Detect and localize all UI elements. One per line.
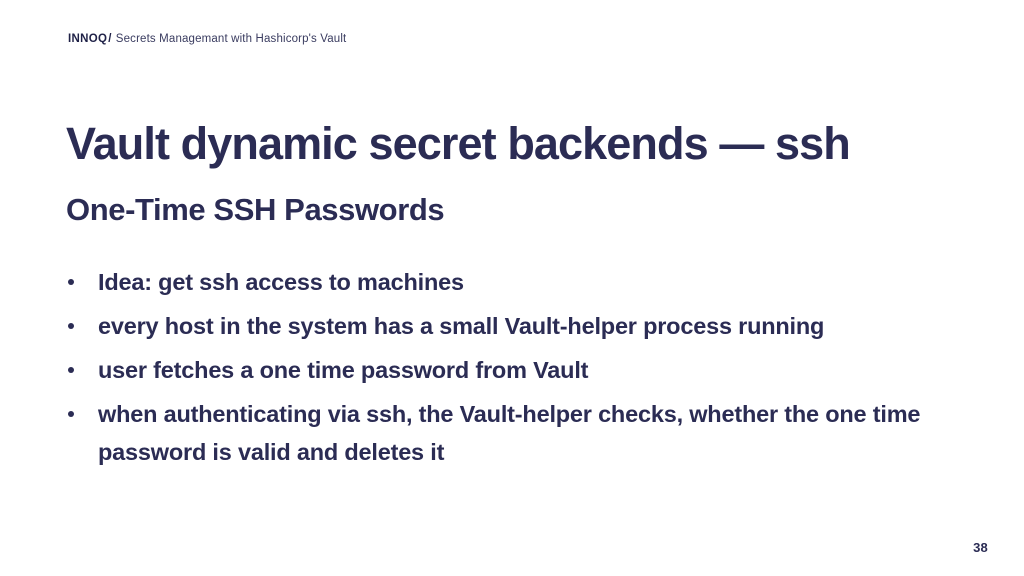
bullet-dot-icon (68, 367, 74, 373)
list-item: when authenticating via ssh, the Vault-h… (66, 395, 956, 471)
page-number: 38 (973, 540, 988, 555)
slide-title: Vault dynamic secret backends — ssh (66, 118, 851, 170)
list-item-text: when authenticating via ssh, the Vault-h… (98, 401, 921, 465)
slide-header-subject: Secrets Managemant with Hashicorp's Vaul… (115, 33, 347, 45)
bullet-dot-icon (68, 323, 74, 329)
breadcrumb-separator: / (108, 33, 112, 45)
bullet-dot-icon (68, 279, 74, 285)
slide-header-breadcrumb: INNOQ/ Secrets Managemant with Hashicorp… (68, 31, 346, 47)
innoq-brand-label: INNOQ (68, 33, 108, 45)
list-item: user fetches a one time password from Va… (66, 351, 956, 389)
bullet-list: Idea: get ssh access to machines every h… (66, 263, 956, 477)
list-item-text: Idea: get ssh access to machines (98, 269, 464, 295)
slide-subtitle: One-Time SSH Passwords (66, 191, 445, 227)
list-item-text: user fetches a one time password from Va… (98, 357, 589, 383)
list-item: Idea: get ssh access to machines (66, 263, 956, 301)
bullet-dot-icon (68, 411, 74, 417)
list-item: every host in the system has a small Vau… (66, 307, 956, 345)
list-item-text: every host in the system has a small Vau… (98, 313, 825, 339)
